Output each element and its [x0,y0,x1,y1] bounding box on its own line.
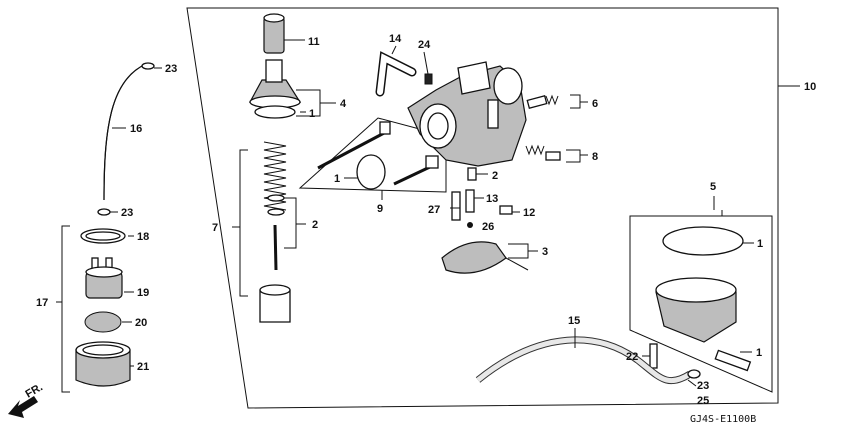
callout-22: 22 [626,351,638,363]
callout-19: 19 [137,287,149,299]
callout-5: 5 [710,181,716,193]
callout-2-right: 2 [492,170,498,182]
callout-10: 10 [804,81,816,93]
screw-22 [649,343,658,369]
callout-24: 24 [418,39,431,51]
fitting-24 [424,73,433,85]
screw-short [393,164,433,186]
jet-needle [273,224,278,271]
callout-23-top: 23 [165,63,177,75]
callout-1-drain: 1 [756,347,762,359]
callout-13: 13 [486,193,498,205]
callout-11: 11 [308,36,320,48]
clip-2a [267,194,285,202]
filter-bowl-21 [75,349,131,387]
callout-15: 15 [568,315,580,327]
callout-3: 3 [542,246,548,258]
callout-20: 20 [135,317,147,329]
clip-2b [267,208,285,216]
filter-element-20 [84,311,122,333]
callout-12: 12 [523,207,535,219]
slow-jet-12 [499,205,513,215]
callout-2-left: 2 [312,219,318,231]
callout-21: 21 [137,361,149,373]
callout-1-top: 1 [309,108,315,120]
carb-top [457,61,491,95]
hose-clip-23-lower [97,208,111,216]
float-chamber-frame [629,215,773,393]
callout-27: 27 [428,204,440,216]
throttle-valve [259,290,291,323]
drain-screw-1 [714,349,752,372]
diagram-code: GJ4S-E1100B [690,414,756,425]
callout-16: 16 [130,123,142,135]
o-ring-1-top [254,105,296,119]
front-arrow-icon [8,396,38,418]
hose-clip-25 [687,369,701,379]
callout-1-gasket: 1 [757,238,763,250]
direction-label: FR. [24,381,45,400]
float-3 [441,241,507,274]
pilot-screw-8 [525,144,561,161]
callout-9: 9 [377,203,383,215]
callout-8: 8 [592,151,598,163]
callout-23-mid: 23 [121,207,133,219]
callout-4: 4 [340,98,347,110]
jet-26 [467,222,473,228]
callout-17: 17 [36,297,48,309]
main-jet-13 [465,189,475,213]
hose-clip-23 [141,62,155,70]
jet-2 [467,167,477,181]
callout-26: 26 [482,221,494,233]
callout-1-kit: 1 [334,173,340,185]
callout-7: 7 [212,222,218,234]
o-ring-1-kit [356,154,386,190]
callout-23-bottom: 23 [697,380,709,392]
main-assembly-frame [186,7,779,409]
callout-25: 25 [697,395,709,407]
callout-6: 6 [592,98,598,110]
screw-long [317,130,387,170]
gasket-1 [662,226,744,256]
needle-jet-27 [451,191,461,221]
callout-18: 18 [137,231,149,243]
idle-screw-6 [526,94,559,109]
callout-14: 14 [389,33,402,45]
